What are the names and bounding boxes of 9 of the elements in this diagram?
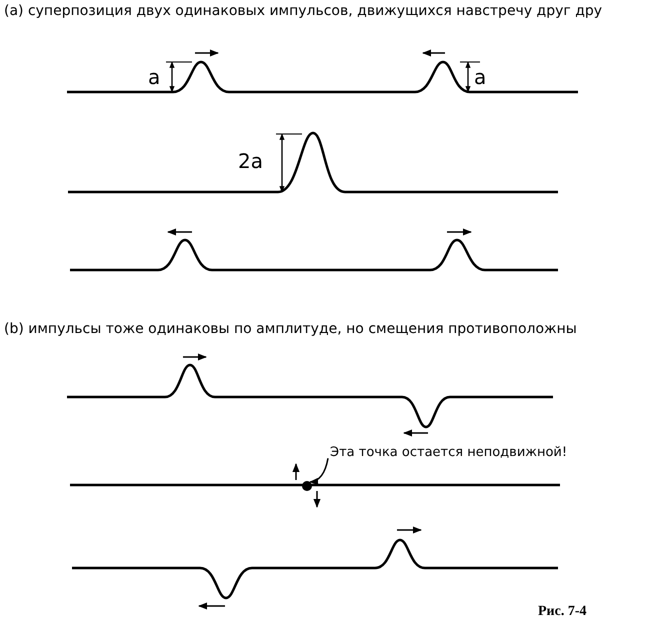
heading: (b) импульсы тоже одинаковы по амплитуде, но смещения противоположны xyxy=(4,322,577,338)
heading: (a) суперпозиция двух одинаковых импульсов, движущихся навстречу друг дру xyxy=(4,4,602,20)
figure-caption: Рис. 7-4 xyxy=(538,604,586,620)
leader-arrow xyxy=(309,458,329,484)
dimension-label: a xyxy=(474,66,486,88)
fixed-point xyxy=(302,481,312,491)
dimension-label: a xyxy=(148,66,160,88)
dimension-label: 2a xyxy=(238,150,263,172)
callout-text: Эта точка остается неподвижной! xyxy=(330,446,568,460)
